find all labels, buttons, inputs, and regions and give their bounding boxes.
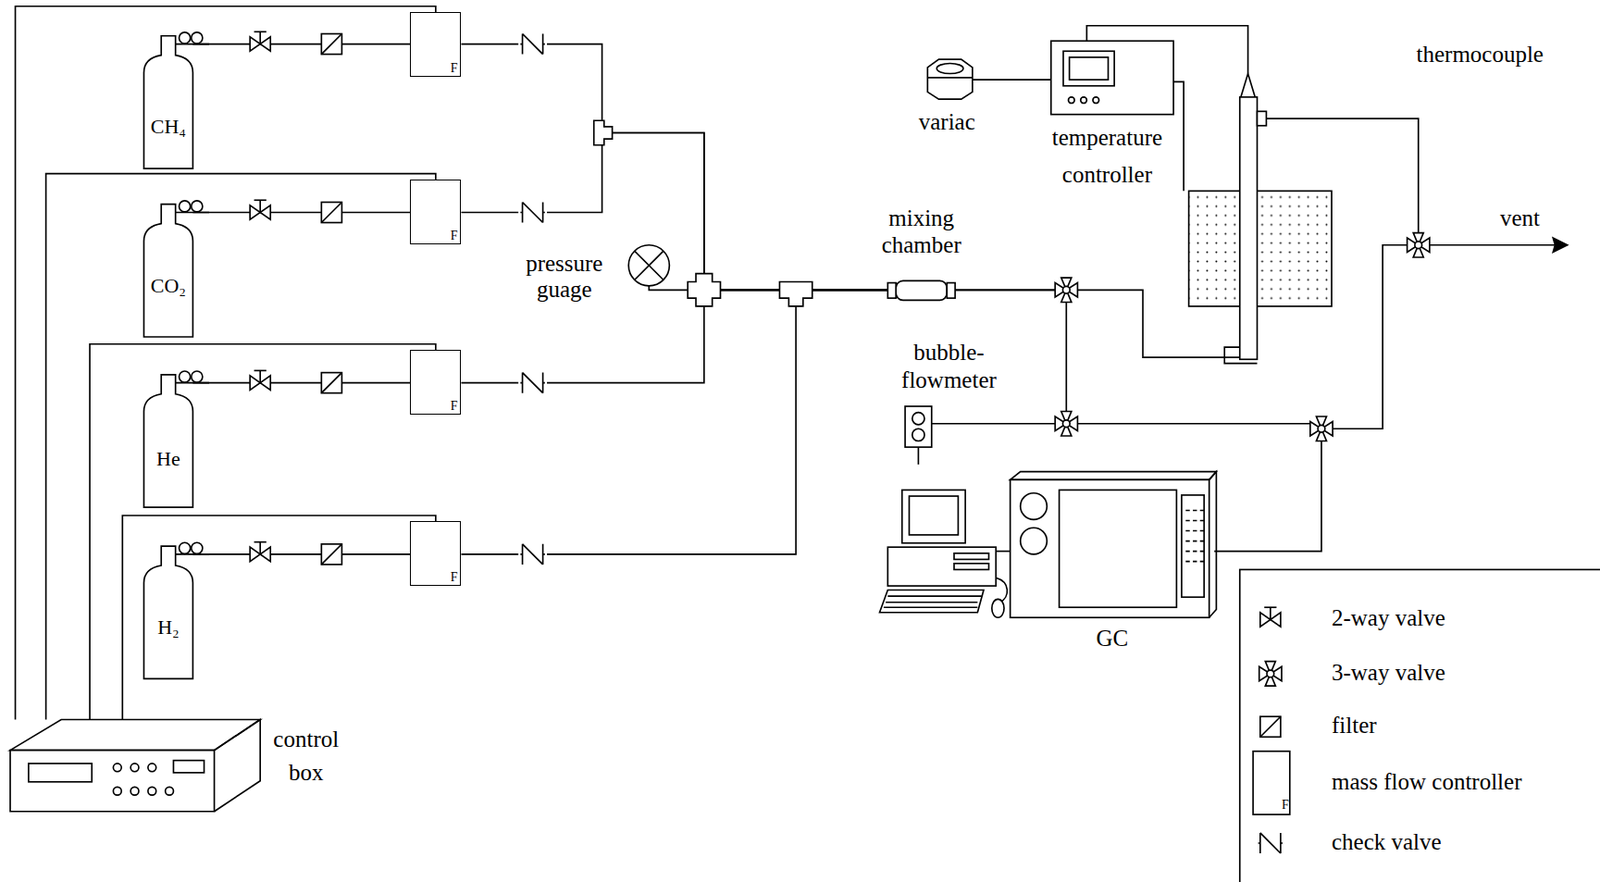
node-label: F [450,227,459,245]
gas-line [460,132,888,290]
equipment-node: bubble- flowmeter [905,406,932,447]
node-label: CO₂ [150,273,187,298]
node-label: H₂ [157,615,180,640]
legend-entry: filter [1331,711,1377,740]
equipment-node: GC [1010,471,1217,618]
gas-line [122,515,436,720]
gas-line [648,285,888,290]
gas-line [460,289,888,555]
legend-entry: 2-way valve [1331,604,1446,633]
node-label: variac [918,108,976,137]
mass-flow-controller: F [409,179,461,244]
mass-flow-controller: F [409,520,461,585]
gas-line [192,553,410,556]
mass-flow-controller: F [409,349,461,414]
node-label: pressure guage [525,250,603,303]
text-label: thermocouple [1416,40,1544,69]
legend-entry: mass flow controller [1331,768,1523,796]
text-label: F [1281,796,1290,814]
gas-line [460,44,888,291]
node-label: He [156,446,181,472]
equipment-node: control box [10,719,261,811]
equipment-node: He [143,374,193,508]
node-label: bubble- flowmeter [901,338,997,395]
node-label: F [450,397,459,415]
node-label: CH₄ [150,114,187,139]
node-label: GC [1096,624,1129,653]
equipment-node: variac [927,59,973,100]
gas-line [46,173,436,720]
equipment-node: mixing chamber [887,280,956,300]
equipment-node: temperature controller [1051,40,1174,114]
node-label: control box [272,722,339,790]
node-label: F [450,60,459,77]
legend-entry: check valve [1331,828,1442,856]
equipment-node: H₂ [143,545,193,679]
mass-flow-controller: F [409,12,461,76]
gas-line [15,6,436,720]
text-label: vent [1500,204,1540,233]
gas-line [192,382,410,385]
gas-line [192,211,410,214]
node-label: temperature controller [1052,119,1163,194]
node-label: mixing chamber [881,204,962,259]
node-label: F [450,569,459,586]
gas-line [89,344,436,720]
equipment-node: CO₂ [143,204,193,337]
legend-entry: 3-way valve [1331,658,1446,687]
equipment-node: pressure guage [628,245,670,286]
gas-line [192,43,410,46]
equipment-node: CH₄ [143,36,193,169]
gas-line [972,78,1052,81]
gas-line [460,289,888,383]
